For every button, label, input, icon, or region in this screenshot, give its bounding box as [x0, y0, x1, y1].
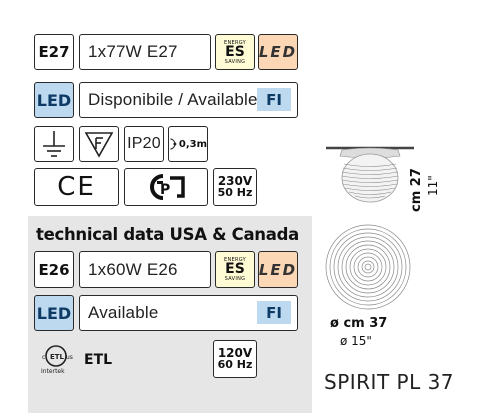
cable-icon — [170, 138, 177, 150]
socket-label: E26 — [38, 260, 70, 279]
socket-label: E27 — [38, 43, 70, 61]
socket-box-e26: E26 — [34, 251, 74, 288]
svg-text:us: us — [66, 354, 73, 361]
gost-r-icon: P — [150, 174, 185, 200]
f-mark-icon — [84, 132, 114, 158]
diameter-in-label: ø 15" — [340, 334, 372, 348]
etl-listed-icon: c us ETL — [42, 345, 73, 367]
etl-intertek: Intertek — [41, 368, 65, 375]
ce-box: CE — [34, 168, 119, 206]
svg-text:P: P — [160, 182, 170, 198]
energy-saving-badge: ENERGY ES SAVING — [215, 34, 255, 70]
led-label: LED — [36, 90, 72, 110]
ip-rating-text: IP20 — [127, 135, 161, 152]
availability-box: Disponibile / Available FI — [79, 82, 298, 118]
voltage-text: 120V — [217, 346, 253, 360]
availability-text: Disponibile / Available — [88, 90, 258, 109]
energy-saving-badge-usa: ENERGY ES SAVING — [215, 251, 255, 288]
lamp-top-view — [325, 224, 411, 310]
svg-text:ETL: ETL — [50, 353, 65, 361]
usa-section-title: technical data USA & Canada — [36, 225, 299, 244]
bulb-spec-text: 1x77W E27 — [88, 42, 178, 61]
ground-icon — [43, 131, 65, 157]
frequency-text: 50 Hz — [217, 186, 253, 199]
frequency-text: 60 Hz — [217, 358, 253, 371]
cable-length-text: 0,3m — [178, 138, 207, 150]
gost-box: P — [124, 168, 208, 206]
led-box-usa: LED — [34, 295, 74, 331]
bulb-spec-text: 1x60W E26 — [88, 259, 178, 279]
svg-text:c: c — [42, 354, 45, 361]
bulb-spec-box-usa: 1x60W E26 — [79, 251, 211, 288]
diameter-cm-label: ø cm 37 — [330, 316, 388, 331]
height-cm-label: cm 27 — [409, 168, 424, 212]
bulb-spec-box: 1x77W E27 — [79, 34, 211, 70]
f-mark-box — [79, 126, 119, 162]
earth-ground-box — [34, 126, 74, 162]
ip-rating-box: IP20 — [124, 126, 164, 162]
availability-box-usa: Available FI — [79, 295, 298, 331]
socket-box-e27: E27 — [34, 34, 74, 70]
led-badge: LED — [258, 34, 298, 70]
product-name: SPIRIT PL 37 — [324, 370, 455, 394]
fi-badge: FI — [257, 301, 291, 324]
led-badge-usa: LED — [258, 251, 298, 288]
led-label: LED — [36, 303, 72, 323]
availability-text: Available — [88, 303, 159, 322]
etl-mark: c us ETL Intertek ETL — [34, 343, 114, 379]
etl-text: ETL — [84, 352, 113, 368]
lamp-side-view — [326, 146, 414, 203]
voltage-box-eu: 230V 50 Hz — [213, 168, 257, 206]
voltage-text: 230V — [217, 174, 253, 188]
led-box: LED — [34, 82, 74, 118]
height-in-label: 11" — [426, 175, 440, 196]
fi-badge: FI — [257, 88, 291, 111]
voltage-box-usa: 120V 60 Hz — [213, 340, 257, 378]
ce-mark: CE — [57, 172, 96, 202]
cable-length-box: 0,3m — [168, 126, 208, 162]
